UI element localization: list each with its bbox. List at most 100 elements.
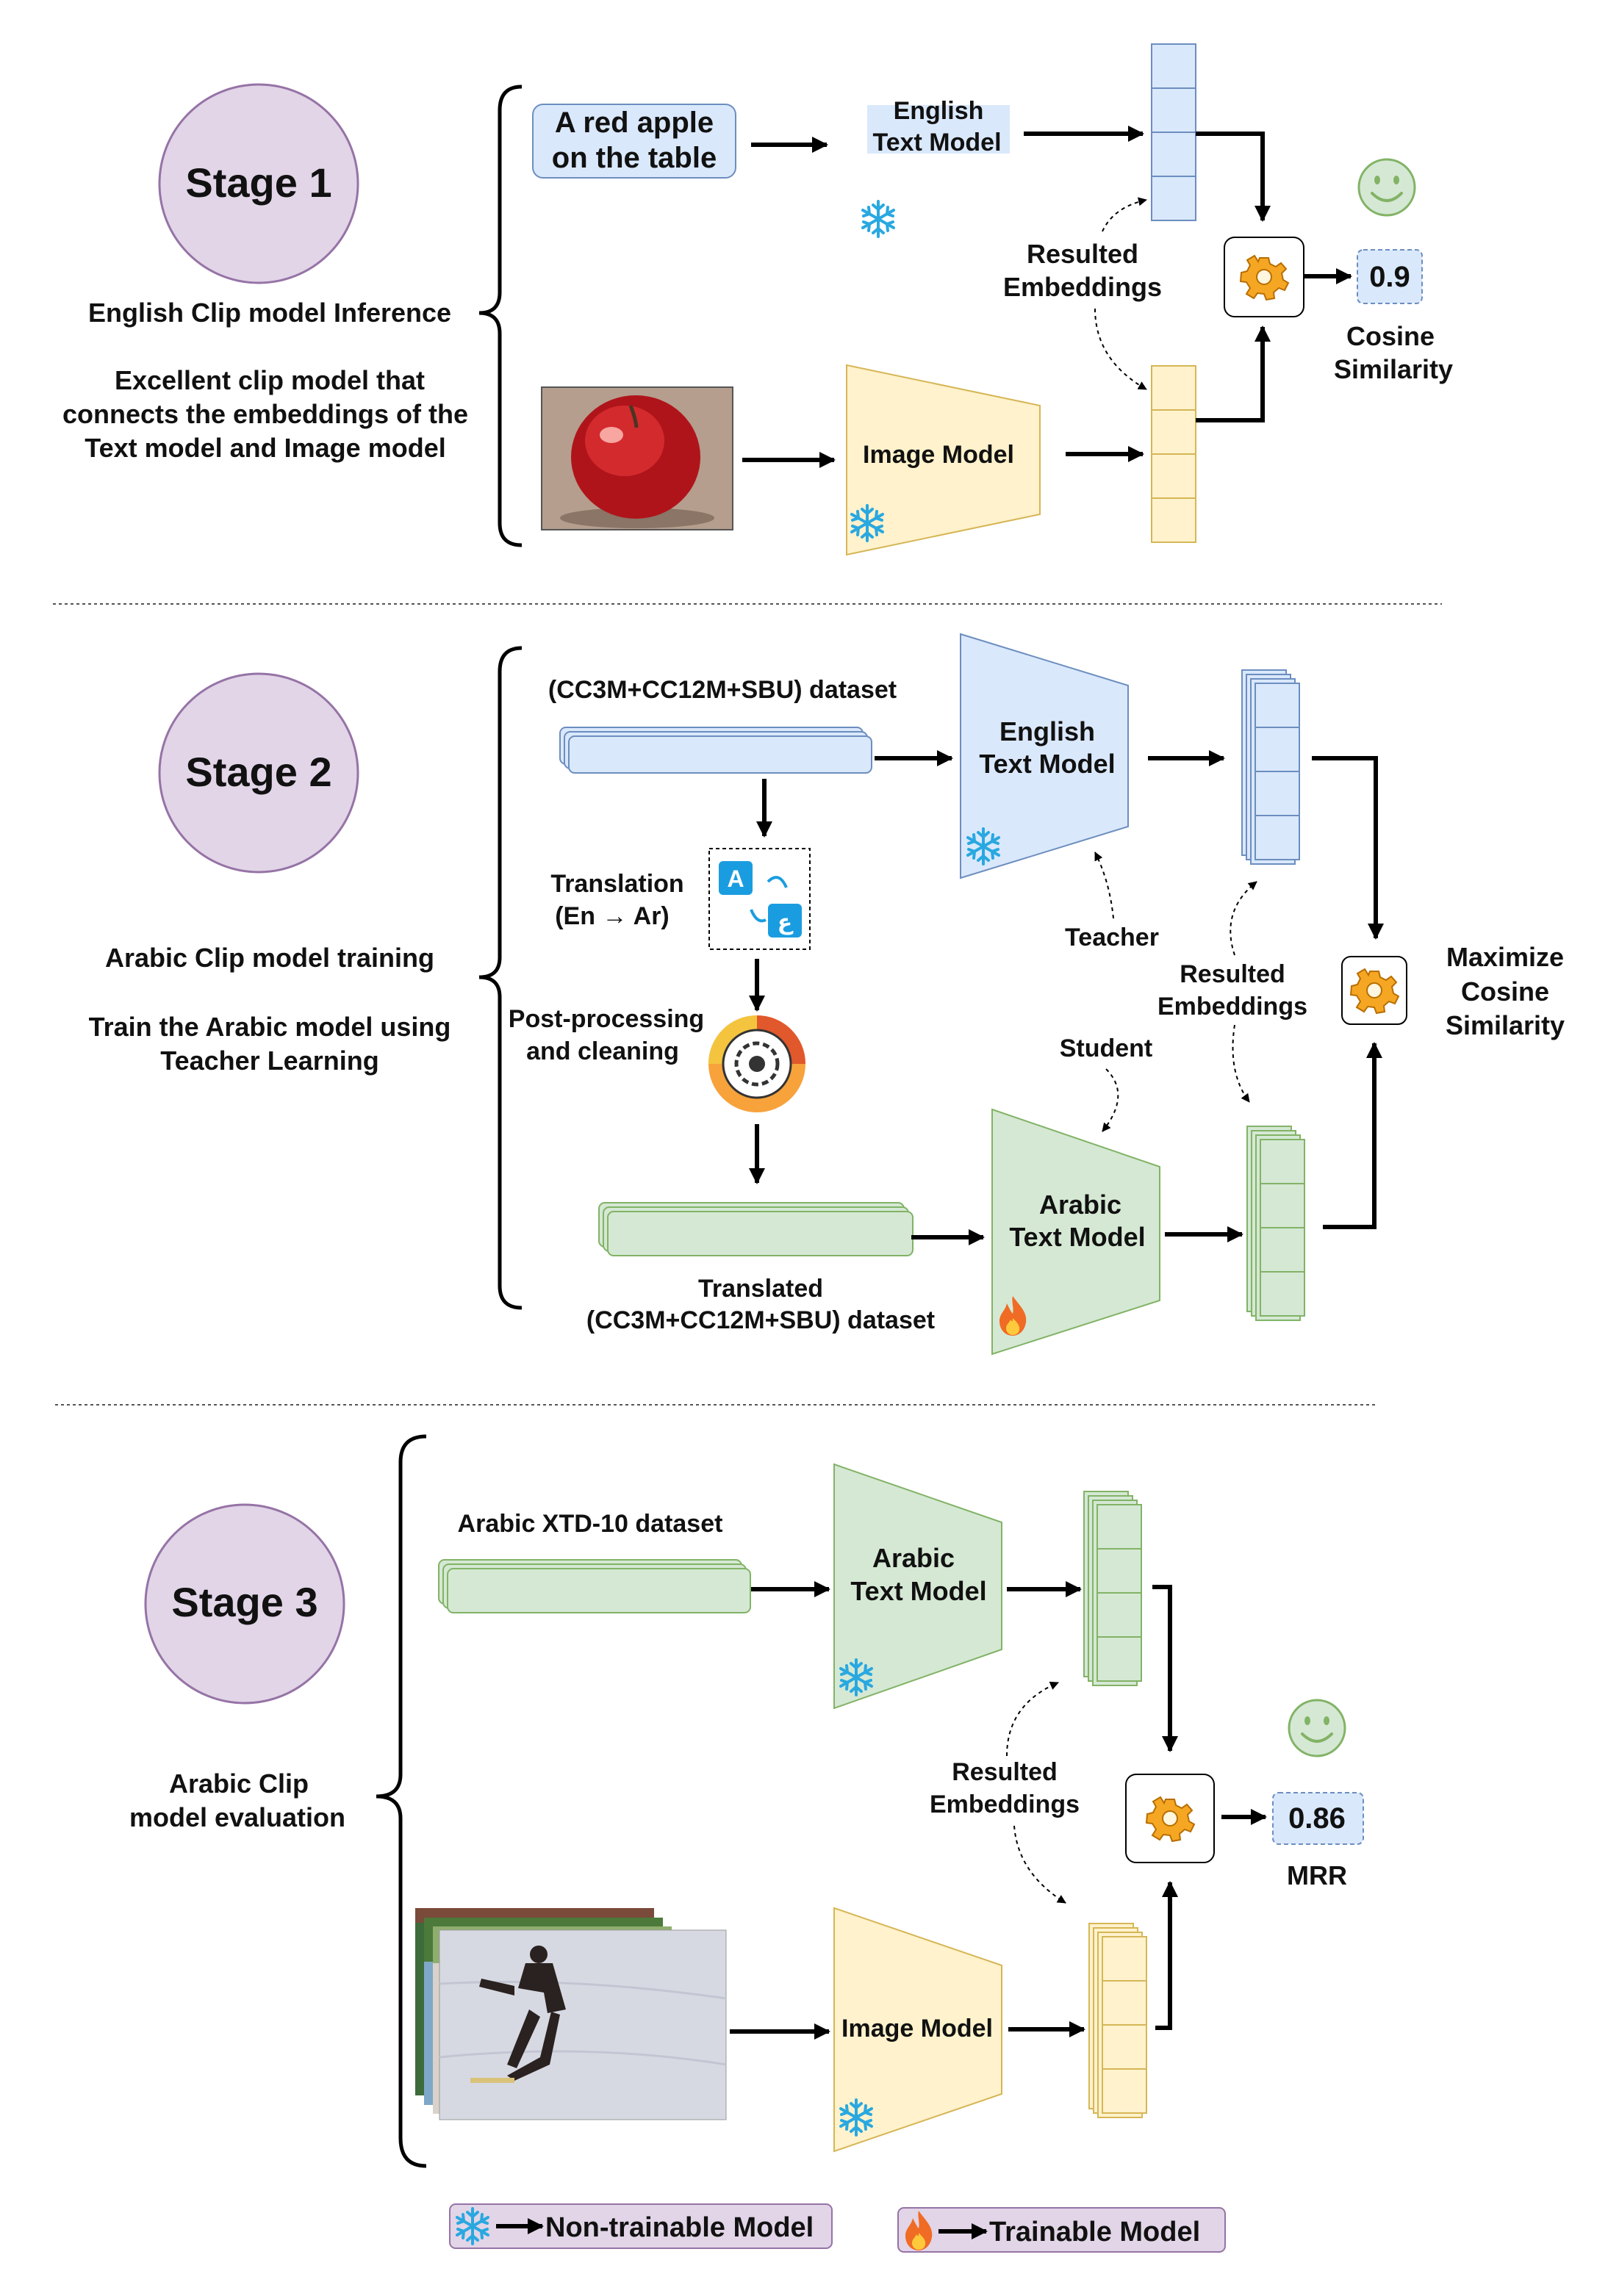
teacher-label: Teacher — [1065, 924, 1159, 951]
image-embedding-stack — [1088, 1923, 1147, 2118]
legend-non-trainable-box — [449, 2203, 833, 2249]
objective-line3: Similarity — [1446, 1010, 1565, 1040]
image-model-shape — [833, 1907, 1002, 2153]
legend-non-trainable-label: Non-trainable Model — [545, 2212, 814, 2243]
arrow-arabic-embeddings-to-gear — [1323, 1042, 1382, 1229]
arabic-text-model-line1: Arabic — [872, 1543, 955, 1573]
stage-1-title: English Clip model Inference — [88, 298, 451, 328]
image-model-shape — [846, 364, 1041, 556]
student-label: Student — [1060, 1034, 1153, 1062]
svg-text:A: A — [727, 866, 744, 892]
stage-3-circle — [144, 1503, 345, 1705]
svg-text:ع: ع — [778, 910, 794, 935]
stage-2-brace — [478, 646, 523, 1310]
score-value: 0.9 — [1369, 261, 1410, 293]
dotted-to-english-embeddings — [1230, 881, 1257, 956]
stage-3-brace — [376, 1434, 427, 2168]
stage-1-desc-line3: Text model and Image model — [85, 433, 445, 463]
translated-dataset-line2: (CC3M+CC12M+SBU) dataset — [586, 1306, 935, 1334]
english-embedding-vector — [1151, 43, 1196, 221]
arabic-text-model-line2: Text Model — [850, 1576, 986, 1606]
legend-trainable-box — [897, 2207, 1226, 2253]
metric-line1: Cosine — [1346, 321, 1435, 351]
arabic-embedding-stack — [1246, 1126, 1305, 1321]
postprocess-line1: Post-processing — [509, 1005, 704, 1033]
arrow-image-embeddings-to-gear — [1155, 1881, 1178, 2030]
stage-3-embeddings-line2: Embeddings — [930, 1791, 1080, 1818]
dataset-label: (CC3M+CC12M+SBU) dataset — [548, 676, 897, 704]
legend: Non-trainable Model Trainable Model — [449, 2203, 1226, 2253]
stage-2-label: Stage 2 — [185, 749, 331, 795]
score-box — [1272, 1792, 1364, 1845]
arrow-text-embedding-to-gear — [1196, 132, 1271, 222]
stage-1-embeddings-line2: Embeddings — [1003, 272, 1162, 302]
dotted-student — [1102, 1068, 1119, 1132]
stage-3-title-line1: Arabic Clip — [169, 1768, 309, 1799]
stage-1-desc-line1: Excellent clip model that — [115, 365, 425, 395]
caption-box — [532, 104, 736, 179]
dotted-to-arabic-embeddings — [1232, 1024, 1250, 1103]
stage-3-title-line2: model evaluation — [129, 1802, 345, 1832]
objective-line2: Cosine — [1461, 976, 1549, 1007]
stage-2-embeddings-line1: Resulted — [1180, 960, 1285, 988]
snowflake-icon — [861, 200, 895, 238]
snowboarder-figure — [479, 1946, 566, 2081]
score-value: 0.86 — [1288, 1802, 1346, 1835]
score-box — [1357, 249, 1423, 304]
stage-2-embeddings-line2: Embeddings — [1157, 993, 1307, 1021]
stage-1-brace — [478, 84, 523, 547]
stage-2-title: Arabic Clip model training — [105, 943, 434, 973]
english-text-model-shape — [960, 633, 1129, 879]
stage-2-desc-line1: Train the Arabic model using — [89, 1012, 451, 1042]
objective-line1: Maximize — [1446, 942, 1564, 972]
translate-icon: A ع — [708, 848, 811, 950]
english-text-model-highlight — [867, 105, 1010, 154]
stage-1-circle — [158, 83, 359, 284]
arrow-image-embedding-to-gear — [1196, 325, 1271, 422]
dotted-to-image-embedding — [1094, 308, 1147, 390]
english-text-model-line2: Text Model — [872, 129, 1001, 156]
arabic-embedding-stack — [1083, 1491, 1142, 1686]
apple-image — [541, 386, 733, 530]
stage-2-desc-line2: Teacher Learning — [160, 1046, 378, 1076]
stage-1-desc-line2: connects the embeddings of the — [62, 399, 468, 429]
arabic-text-model-line1: Arabic — [1039, 1190, 1121, 1220]
stage-1-embeddings-line1: Resulted — [1027, 239, 1138, 269]
translation-line2: (En → Ar) — [555, 902, 670, 930]
dotted-teacher — [1094, 852, 1114, 919]
snowboard-image-stack — [415, 1908, 727, 2120]
english-text-model-line1: English — [894, 97, 984, 125]
arabic-dataset-stack — [598, 1202, 914, 1256]
dotted-to-text-embeddings — [1006, 1681, 1059, 1757]
caption-line2: on the table — [552, 142, 717, 174]
stage-1-label: Stage 1 — [185, 159, 331, 206]
arrow-text-embeddings-to-gear — [1152, 1585, 1178, 1752]
image-embedding-vector — [1151, 365, 1196, 543]
caption-line1: A red apple — [555, 107, 714, 139]
legend-trainable-label: Trainable Model — [989, 2217, 1200, 2248]
xtd-dataset-label: Arabic XTD-10 dataset — [458, 1510, 723, 1538]
english-embedding-stack — [1241, 669, 1300, 865]
english-dataset-stack — [559, 727, 872, 774]
stage-1: Stage 1 English Clip model Inference Exc… — [62, 43, 1453, 556]
english-text-model-line1: English — [999, 716, 1095, 746]
arabic-text-model-shape — [991, 1108, 1160, 1356]
english-text-model-line2: Text Model — [979, 749, 1115, 779]
smiley-icon — [1288, 1699, 1346, 1757]
smiley-icon — [1357, 158, 1416, 217]
dotted-to-image-embeddings — [1013, 1825, 1066, 1904]
translated-dataset-line1: Translated — [698, 1275, 823, 1303]
stage-3: Stage 3 Arabic Clip model evaluation Ara… — [129, 1434, 1364, 2168]
arrow-english-embeddings-to-gear — [1312, 756, 1384, 940]
metric-label: MRR — [1287, 1860, 1347, 1890]
metric-line2: Similarity — [1334, 354, 1453, 384]
dotted-to-text-embedding — [1102, 197, 1147, 232]
stage-2-circle — [158, 672, 359, 874]
xtd-dataset-stack — [438, 1559, 751, 1613]
image-model-label: Image Model — [841, 2015, 993, 2043]
image-model-label: Image Model — [863, 441, 1014, 469]
postprocess-line2: and cleaning — [526, 1037, 679, 1065]
stage-3-embeddings-line1: Resulted — [952, 1758, 1058, 1786]
arabic-text-model-shape — [833, 1463, 1002, 1710]
stage-2: Stage 2 Arabic Clip model training Train… — [89, 633, 1565, 1356]
